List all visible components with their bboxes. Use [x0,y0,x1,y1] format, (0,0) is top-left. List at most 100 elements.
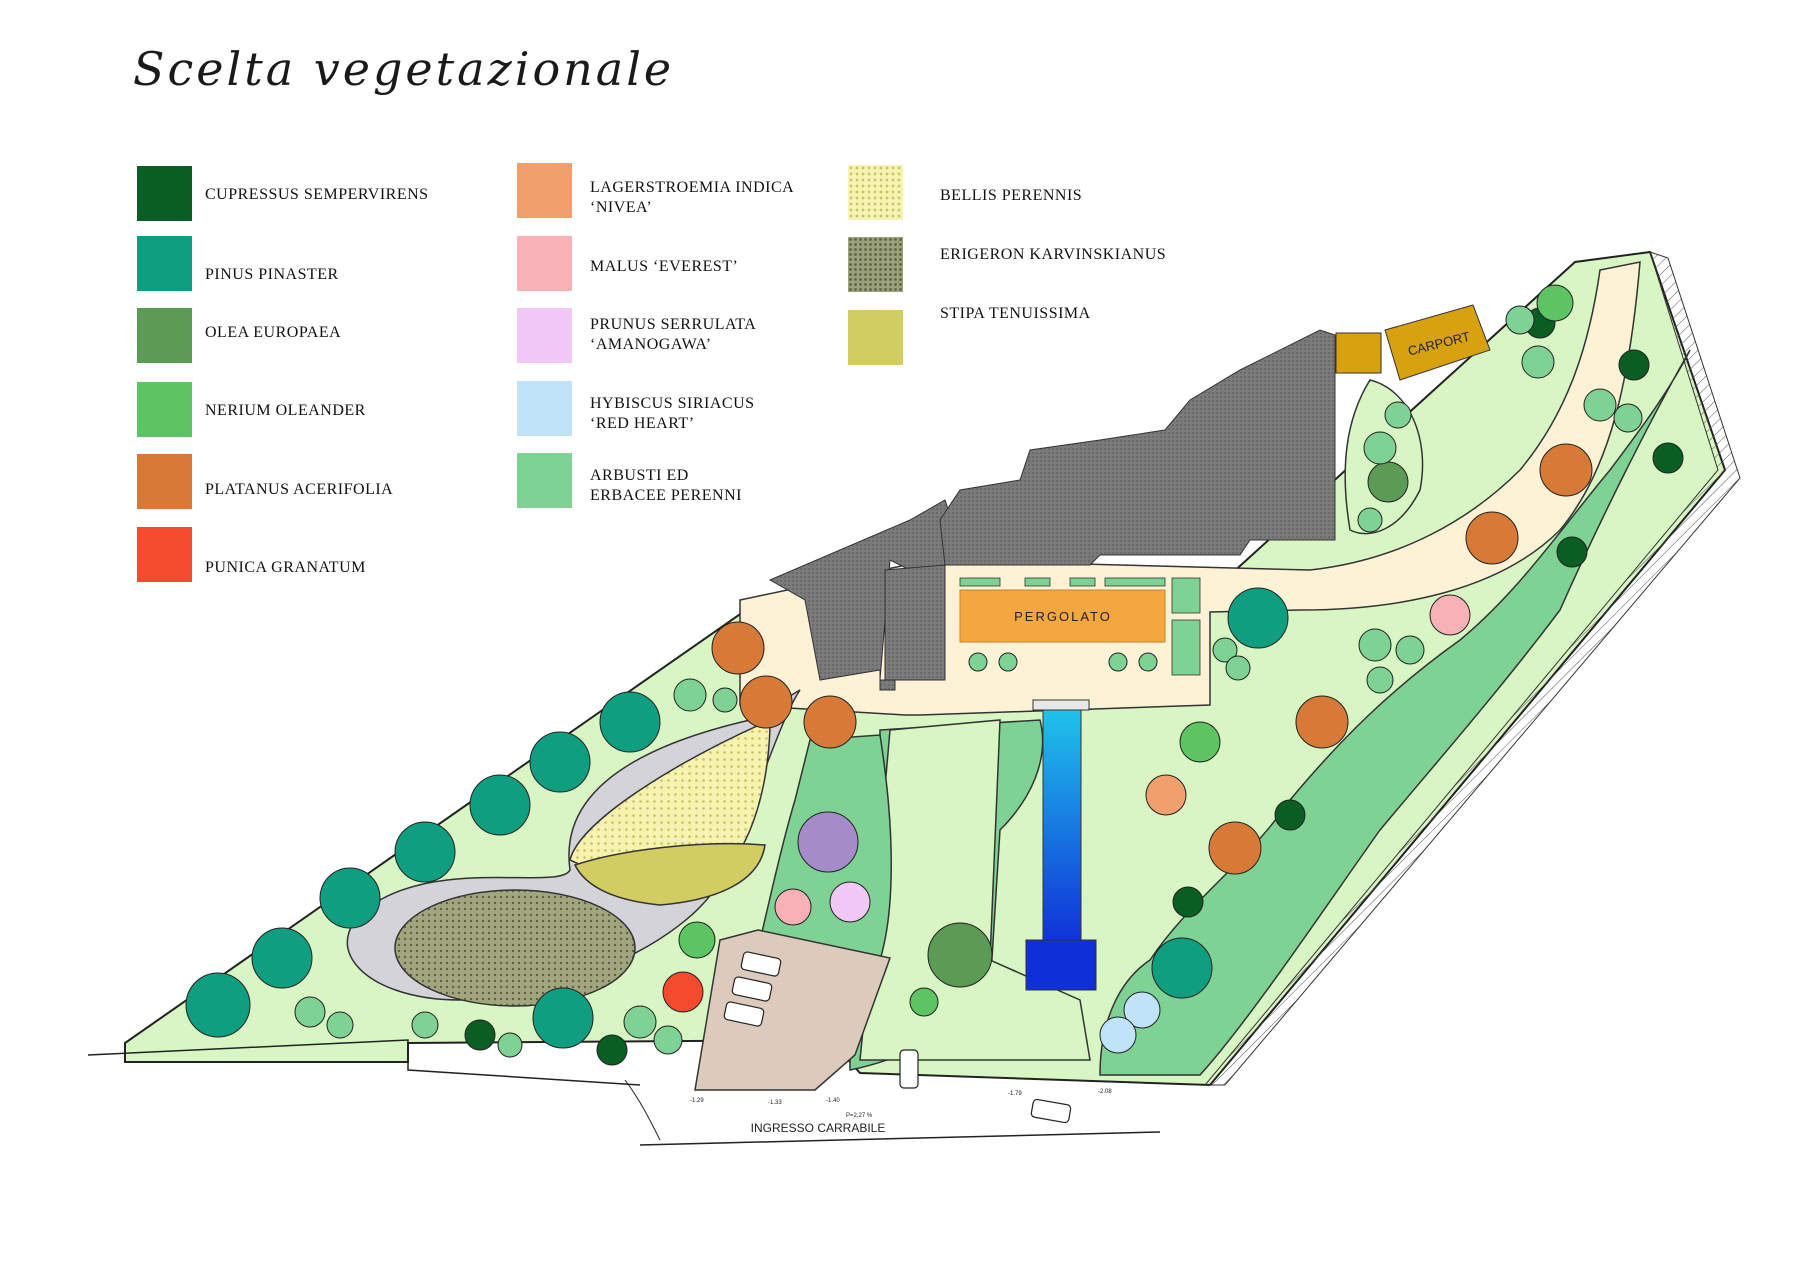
tree-pinus [532,987,594,1049]
pool-deck [1032,699,1090,711]
shrub [673,678,707,712]
pergola [959,589,1166,643]
shrub [1613,403,1643,433]
tree-platanus [1465,511,1519,565]
car [731,976,773,1002]
legend-swatch [848,237,903,292]
shrub-band-east [1099,349,1691,1076]
legend-swatch [848,165,903,220]
tree-cupressus [1652,442,1684,474]
pool [1042,709,1082,946]
road-edge [87,1039,641,1086]
shrub [1521,345,1555,379]
hedge [1104,577,1166,587]
tree-nerium [1536,284,1574,322]
shrub [1384,401,1412,429]
legend-swatch [137,527,192,582]
legend-label: HYBISCUS SIRIACUS‘RED HEART’ [590,395,755,432]
tree-nerium [909,987,939,1017]
road-edge-bottom [639,1131,1161,1146]
shrub [497,1032,523,1058]
tree-pinus [394,821,456,883]
tree-pinus [185,972,251,1038]
legend-label: ERIGERON KARVINSKIANUS [940,246,1167,263]
shrub [1395,635,1425,665]
legend-label: PUNICA GRANATUM [205,559,366,576]
tree-pinus [1227,587,1289,649]
shrub [326,1011,354,1039]
legend-swatch [137,236,192,291]
pergola-label: PERGOLATO [1014,609,1112,624]
hedge [959,577,1001,587]
shrub [1225,655,1251,681]
shrub [1108,652,1128,672]
legend-swatch [137,308,192,363]
tree-cupressus [1274,799,1306,831]
level-marker: -1.33 [768,1100,782,1106]
hedge [1171,577,1201,614]
car [1030,1098,1072,1124]
tree-nerium [1179,721,1221,763]
tree-pinus [319,867,381,929]
legend-swatch [517,236,572,291]
legend-label: MALUS ‘EVEREST’ [590,258,739,275]
legend-swatch [137,166,192,221]
shrub [1366,666,1394,694]
legend-swatch [137,454,192,509]
tree-nerium [678,921,716,959]
tree-punica [662,971,704,1013]
tree-malus [1429,594,1471,636]
shrub [1358,628,1392,662]
tree-platanus [1295,695,1349,749]
tree-cupressus [1618,349,1650,381]
level-marker: -2.08 [1098,1089,1112,1095]
tree-platanus [1208,821,1262,875]
house-wing [884,564,946,681]
legend-swatch [517,381,572,436]
shrub [1583,388,1617,422]
tree-hybiscus [1123,991,1161,1029]
shrub [1363,431,1397,465]
legend-swatch [137,382,192,437]
tree-pinus [251,927,313,989]
shrub [653,1025,683,1055]
entrance-curve [624,1079,661,1141]
shrub [623,1005,657,1039]
tree-cupressus [464,1019,496,1051]
tree-pinus [599,691,661,753]
entrance-label: INGRESSO CARRABILE [751,1121,886,1135]
legend-label: LAGERSTROEMIA INDICA‘NIVEA’ [590,179,795,216]
carport-roof [1384,304,1491,381]
legend-label: PINUS PINASTER [205,266,339,283]
legend-label: NERIUM OLEANDER [205,402,366,419]
tree-pinus [529,731,591,793]
tree-platanus [711,621,765,675]
level-marker: -1.40 [826,1098,840,1104]
tree-prunus-large [797,811,859,873]
legend-swatch [517,453,572,508]
shrub [411,1011,439,1039]
legend-swatch [848,310,903,365]
tree-pinus [469,774,531,836]
stipa-bed [573,842,766,906]
hedge [1069,577,1096,587]
car [899,1049,919,1089]
hedge [1024,577,1051,587]
legend-label: BELLIS PERENNIS [940,187,1083,204]
slope-hatch [1203,251,1741,1086]
tree-hybiscus [1099,1016,1137,1054]
legend-label: CUPRESSUS SEMPERVIRENS [205,186,429,203]
legend-swatch [517,308,572,363]
hedge [1171,619,1201,676]
legend-label: PLATANUS ACERIFOLIA [205,481,394,498]
shrub [1212,637,1238,663]
level-marker: P=2,27 % [846,1113,873,1119]
tree-olea [927,922,993,988]
pool-end [1025,939,1097,991]
tree-olea [1367,461,1409,503]
tree-cupressus [1556,536,1588,568]
tree-cupressus [1172,886,1204,918]
legend-label: PRUNUS SERRULATA‘AMANOGAWA’ [590,316,757,353]
